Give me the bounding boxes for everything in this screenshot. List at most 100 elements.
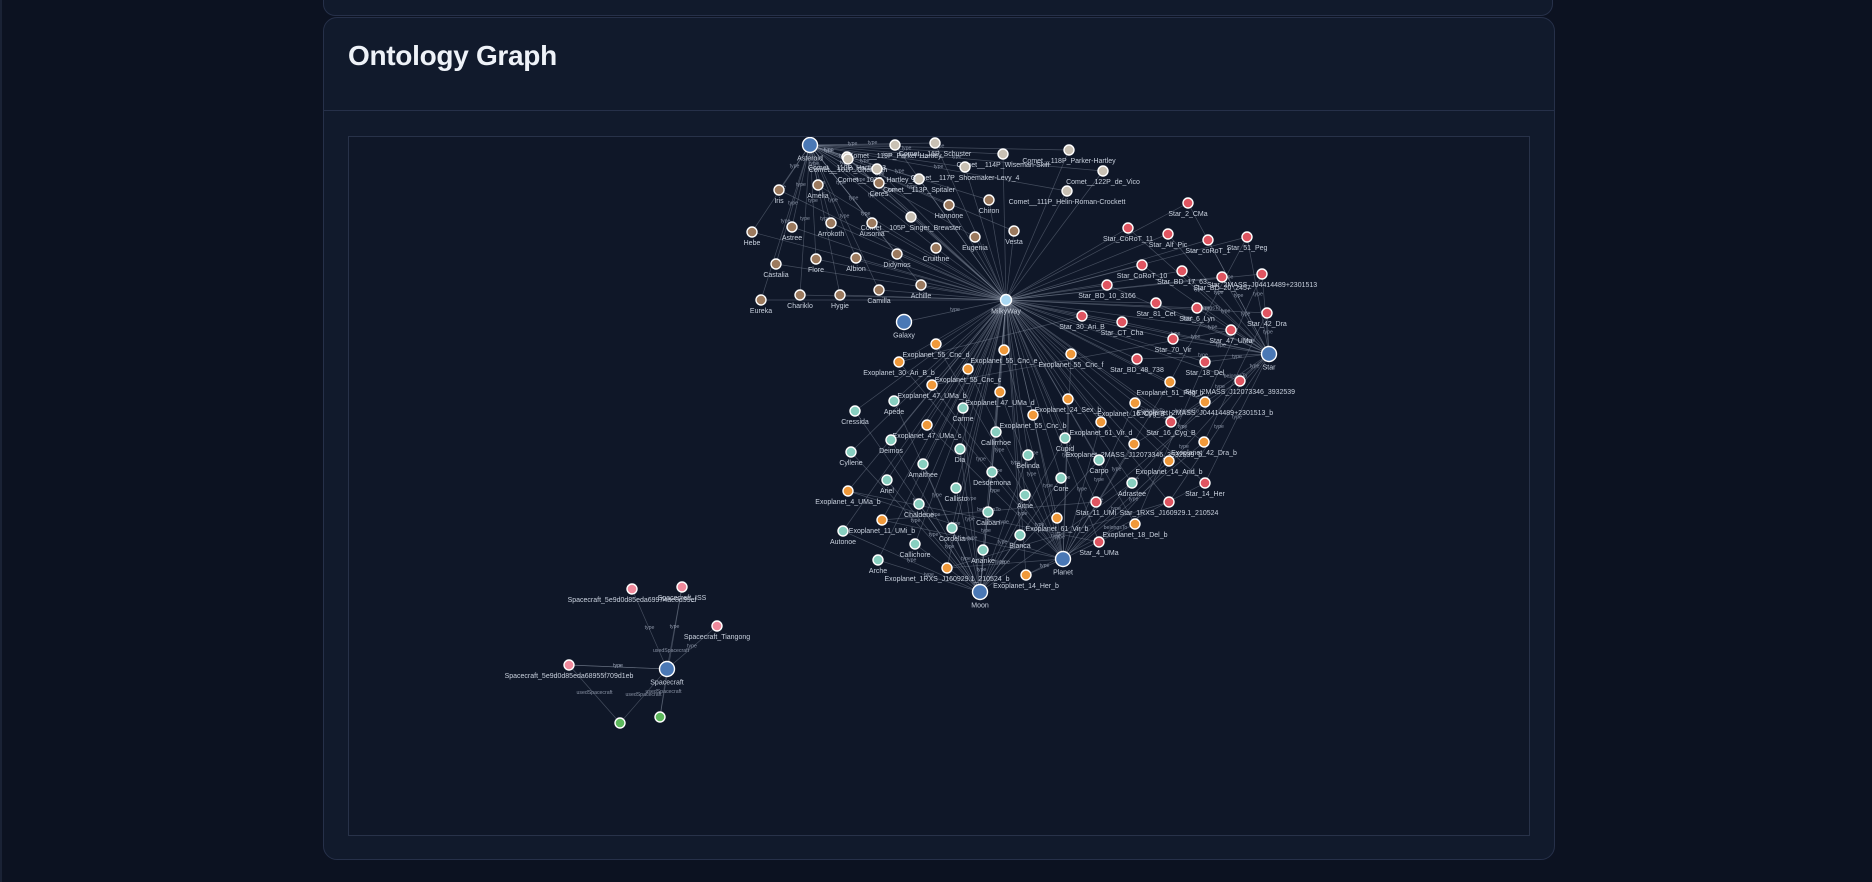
node-circle[interactable] bbox=[1163, 496, 1175, 508]
graph-node-desdemona[interactable]: Desdemona bbox=[973, 466, 1011, 487]
graph-node-exo-51-peg-b[interactable]: Exoplanet_51_Peg_b bbox=[1137, 376, 1204, 397]
graph-node-exo-14-and-b[interactable]: Exoplanet_14_And_b bbox=[1136, 455, 1203, 476]
graph-node-cordelia[interactable]: Cordelia bbox=[939, 522, 965, 543]
node-circle[interactable] bbox=[842, 485, 854, 497]
node-circle[interactable] bbox=[746, 226, 758, 238]
node-circle[interactable] bbox=[1008, 225, 1020, 237]
node-circle[interactable] bbox=[626, 583, 638, 595]
graph-node-exo-61-vir-b[interactable]: Exoplanet_61_Vir_b bbox=[1026, 512, 1089, 533]
node-circle[interactable] bbox=[1090, 496, 1102, 508]
graph-node-cupid[interactable]: Cupid bbox=[1056, 432, 1074, 453]
graph-node-callisto[interactable]: Callisto bbox=[945, 482, 968, 503]
graph-node-didymos[interactable]: Didymos bbox=[883, 248, 911, 269]
graph-node-adrastee[interactable]: Adrastee bbox=[1118, 477, 1146, 498]
graph-node-cyllene[interactable]: Cyllene bbox=[839, 446, 863, 467]
graph-node-castalia[interactable]: Castalia bbox=[763, 258, 789, 279]
graph-node-galaxy[interactable]: Galaxy bbox=[893, 313, 915, 340]
graph-node-star-4-uma[interactable]: Star_4_UMa bbox=[1079, 536, 1119, 557]
node-circle[interactable] bbox=[999, 293, 1013, 307]
graph-node-cruithne[interactable]: Cruithne bbox=[923, 242, 950, 263]
node-circle[interactable] bbox=[1051, 512, 1063, 524]
node-circle[interactable] bbox=[1182, 197, 1194, 209]
graph-node-star-30-ari-b[interactable]: Star_30_Ari_B bbox=[1059, 310, 1105, 331]
graph-node-belinda[interactable]: Belinda bbox=[1016, 449, 1040, 470]
node-circle[interactable] bbox=[986, 466, 998, 478]
graph-node-exo-55-cnc-b[interactable]: Exoplanet_55_Cnc_b bbox=[1000, 409, 1067, 430]
graph-node-amelia[interactable]: Amelia bbox=[807, 179, 829, 200]
graph-node-asteroid[interactable]: Asteroid bbox=[797, 137, 823, 163]
graph-node-deimos[interactable]: Deimos bbox=[879, 434, 903, 455]
graph-node-exo-30-ari-b-b[interactable]: Exoplanet_30_Ari_B_b bbox=[863, 356, 935, 377]
graph-node-exo-24-sex-b[interactable]: Exoplanet_24_Sex_b bbox=[1035, 393, 1102, 414]
node-circle[interactable] bbox=[1260, 345, 1278, 363]
node-circle[interactable] bbox=[1162, 228, 1174, 240]
node-circle[interactable] bbox=[1095, 416, 1107, 428]
node-circle[interactable] bbox=[654, 711, 666, 723]
graph-node-star-18-del[interactable]: Star_18_Del bbox=[1186, 356, 1225, 377]
graph-node-bianca[interactable]: Bianca bbox=[1009, 529, 1031, 550]
graph-node-core[interactable]: Core bbox=[1053, 472, 1069, 493]
graph-node-ananke[interactable]: Ananke bbox=[971, 544, 995, 565]
graph-node-achille[interactable]: Achille bbox=[911, 279, 932, 300]
node-circle[interactable] bbox=[929, 137, 941, 149]
node-circle[interactable] bbox=[794, 289, 806, 301]
node-circle[interactable] bbox=[1027, 409, 1039, 421]
graph-node-star-corot-1[interactable]: Star_coRoT_1 bbox=[1185, 234, 1231, 255]
node-circle[interactable] bbox=[1129, 397, 1141, 409]
node-circle[interactable] bbox=[711, 620, 723, 632]
node-circle[interactable] bbox=[1129, 518, 1141, 530]
graph-node-star-6-lyn[interactable]: Star_6_Lyn bbox=[1179, 302, 1215, 323]
node-circle[interactable] bbox=[950, 482, 962, 494]
graph-node-exo-47-uma-b[interactable]: Exoplanet_47_UMa_b bbox=[897, 379, 967, 400]
graph-node-star-2mass-j1207[interactable]: Star_2MASS_J12073346_3932539 bbox=[1185, 375, 1295, 396]
node-circle[interactable] bbox=[946, 522, 958, 534]
graph-node-exo-11-umi-b[interactable]: Exoplanet_11_UMi_b bbox=[849, 514, 916, 535]
graph-node-comet-117p[interactable]: Comet__117P_Shoemaker-Levy_4 bbox=[911, 161, 1020, 182]
graph-node-dia[interactable]: Dia bbox=[954, 443, 966, 464]
graph-node-chiron[interactable]: Chiron bbox=[979, 194, 1000, 215]
graph-node-exo-55-cnc-f[interactable]: Exoplanet_55_Cnc_f bbox=[1039, 348, 1104, 369]
node-circle[interactable] bbox=[801, 137, 819, 154]
node-circle[interactable] bbox=[1199, 477, 1211, 489]
graph-node-apede[interactable]: Apede bbox=[884, 395, 904, 416]
node-circle[interactable] bbox=[1150, 297, 1162, 309]
node-circle[interactable] bbox=[1101, 279, 1113, 291]
graph-node-exo-55-cnc-e[interactable]: Exoplanet_55_Cnc_e bbox=[971, 344, 1038, 365]
node-circle[interactable] bbox=[893, 356, 905, 368]
node-circle[interactable] bbox=[1093, 454, 1105, 466]
node-circle[interactable] bbox=[773, 184, 785, 196]
graph-node-exo-47-uma-c[interactable]: Exoplanet_47_UMa_c bbox=[893, 419, 962, 440]
node-circle[interactable] bbox=[563, 659, 575, 671]
graph-node-cressida[interactable]: Cressida bbox=[841, 405, 869, 426]
node-circle[interactable] bbox=[1022, 449, 1034, 461]
graph-node-craft-5e9d-b[interactable]: Spacecraft_5e9d0d85eda68955f709d1eb bbox=[505, 659, 634, 680]
node-circle[interactable] bbox=[873, 284, 885, 296]
node-circle[interactable] bbox=[1241, 231, 1253, 243]
graph-node-star-70-vir[interactable]: Star_70_Vir bbox=[1155, 333, 1193, 354]
graph-node-star-bd-48-738[interactable]: Star_BD_48_738 bbox=[1110, 353, 1164, 374]
graph-node-star-bd-17-63[interactable]: Star_BD_17_63 bbox=[1157, 265, 1207, 286]
node-circle[interactable] bbox=[959, 161, 971, 173]
graph-node-star-47-uma[interactable]: Star_47_UMa bbox=[1209, 324, 1253, 345]
graph-node-comet-114p[interactable]: Comet__114P_Wiseman-Skiff bbox=[956, 148, 1050, 169]
graph-node-callichore[interactable]: Callichore bbox=[899, 538, 931, 559]
node-circle[interactable] bbox=[913, 173, 925, 185]
node-circle[interactable] bbox=[676, 581, 688, 593]
node-circle[interactable] bbox=[990, 426, 1002, 438]
graph-node-exo-1rxs-b[interactable]: Exoplanet_1RXS_J160929.1_210524_b bbox=[885, 562, 1010, 583]
graph-node-mission-1[interactable] bbox=[654, 711, 666, 723]
graph-node-comet-101p[interactable]: Comet__101P_Chernykh bbox=[809, 153, 888, 174]
graph-node-comet-122p[interactable]: Comet__122P_de_Vico bbox=[1066, 165, 1140, 186]
node-circle[interactable] bbox=[954, 443, 966, 455]
node-circle[interactable] bbox=[971, 583, 989, 601]
node-circle[interactable] bbox=[1122, 222, 1134, 234]
node-circle[interactable] bbox=[1199, 356, 1211, 368]
graph-node-craft-tiangong[interactable]: Spacecraft_Tiangong bbox=[684, 620, 750, 641]
node-circle[interactable] bbox=[891, 248, 903, 260]
graph-node-star-51-peg[interactable]: Star_51_Peg bbox=[1227, 231, 1268, 252]
node-circle[interactable] bbox=[1131, 353, 1143, 365]
node-circle[interactable] bbox=[905, 211, 917, 223]
graph-node-vesta[interactable]: Vesta bbox=[1005, 225, 1023, 246]
